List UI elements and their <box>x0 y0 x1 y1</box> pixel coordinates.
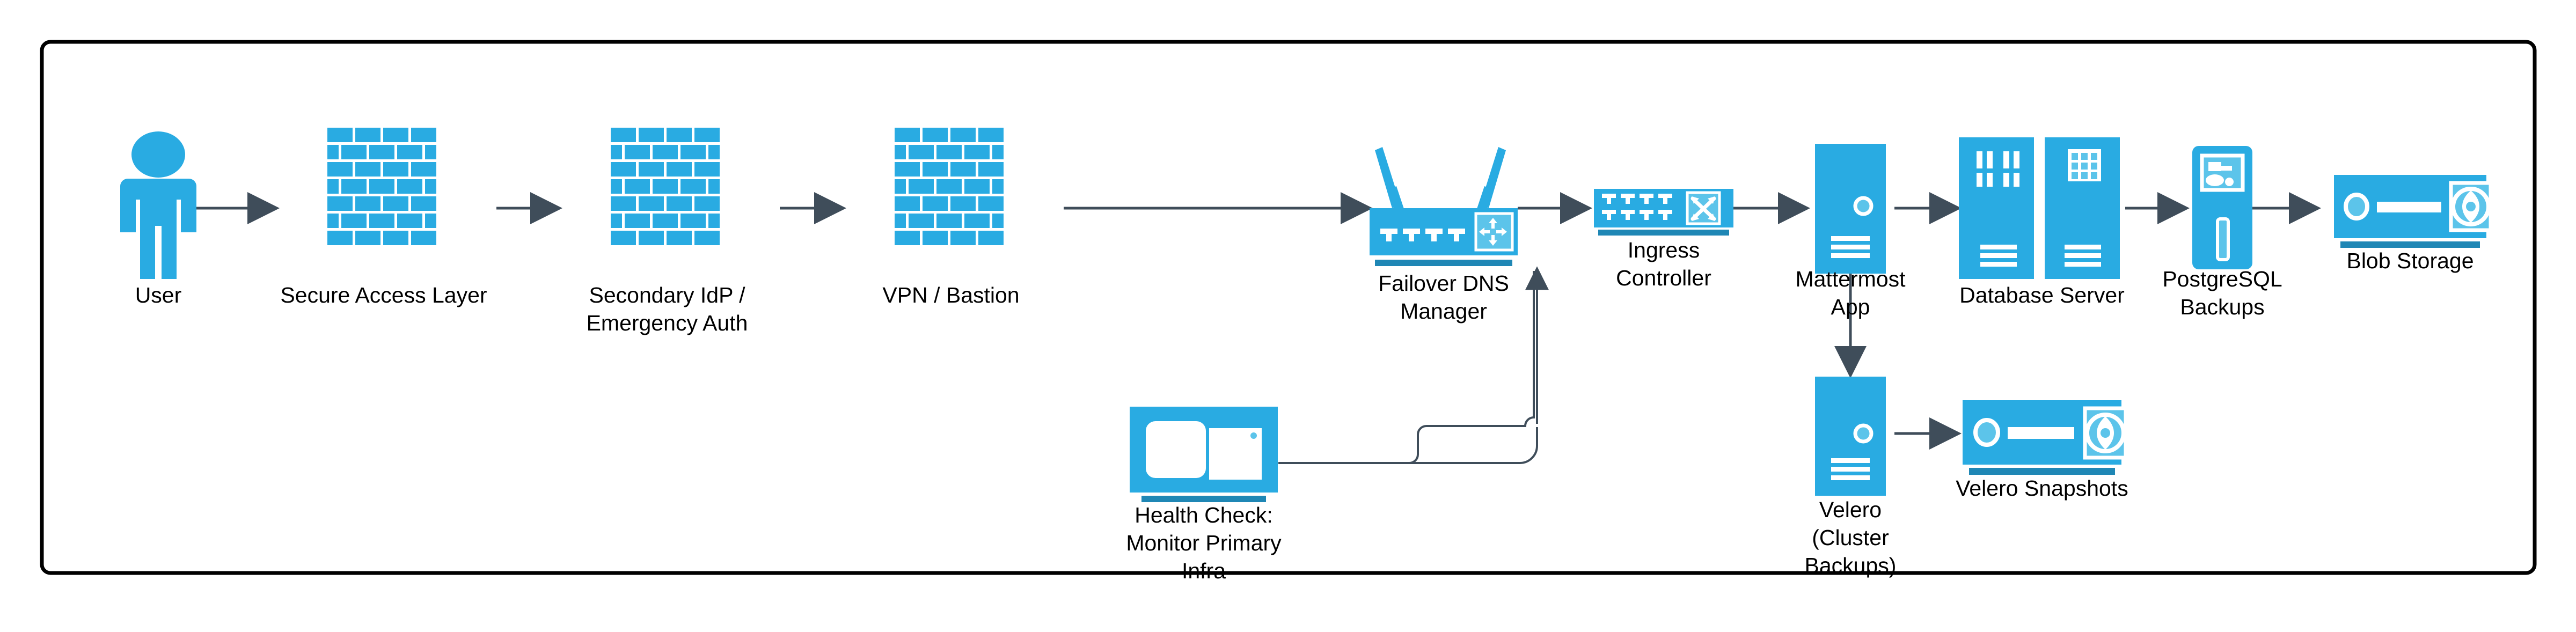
app-server-icon-mattermost <box>1815 144 1886 274</box>
database-server-icon <box>1959 137 2120 279</box>
edge-health-check-elbow <box>1278 427 1538 464</box>
storage-disk-icon-velero-snapshots <box>1963 400 2128 475</box>
backup-appliance-icon <box>2192 146 2252 269</box>
user-person-icon <box>120 131 196 279</box>
firewall-brick-icon-secondary-idp <box>611 128 720 245</box>
edge-health-check-riser <box>1433 271 1535 427</box>
edge-health-check-to-failover-dns <box>1277 425 1449 462</box>
edge-health-check-to-failover-dns-path <box>1278 425 1433 464</box>
diagram-container-frame <box>40 40 2537 575</box>
monitor-screen-icon <box>1130 407 1278 502</box>
app-server-icon-velero <box>1815 377 1886 496</box>
wireless-router-icon <box>1370 147 1518 266</box>
storage-disk-icon-blob <box>2334 175 2493 248</box>
network-switch-icon <box>1594 189 1733 236</box>
firewall-brick-icon-secure-access <box>327 128 436 245</box>
firewall-brick-icon-vpn-bastion <box>895 128 1004 245</box>
